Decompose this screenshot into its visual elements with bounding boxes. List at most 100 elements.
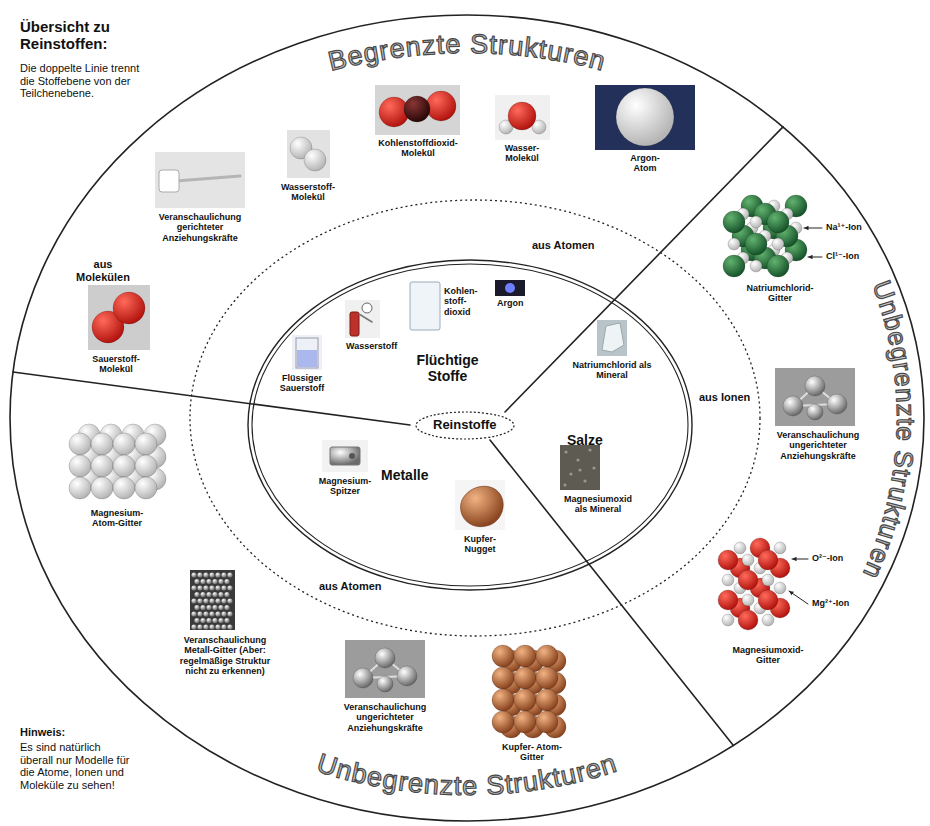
photo-background [88, 285, 150, 350]
model-sphere [514, 645, 536, 667]
metal-bead [215, 624, 220, 629]
sector-divider [490, 440, 733, 745]
mineral-speck [576, 458, 579, 461]
model-sphere [723, 255, 745, 277]
photo-background [455, 480, 505, 530]
metal-bead [218, 579, 223, 584]
model-sphere [742, 594, 754, 606]
mineral-speck [569, 472, 572, 475]
metal-bead [209, 611, 214, 616]
ion-label: Mg²⁺-Ion [812, 598, 849, 608]
model-sphere [750, 216, 762, 228]
sharpener [330, 447, 360, 465]
photo-background [155, 152, 245, 208]
model-sphere [404, 96, 430, 122]
model-sphere [492, 711, 514, 733]
arrow-head [808, 255, 813, 259]
model-sphere [722, 614, 734, 626]
metal-bead [227, 598, 232, 603]
metal-bead [191, 624, 196, 629]
metal-bead [203, 624, 208, 629]
model-sphere [69, 477, 91, 499]
metal-bead [227, 611, 232, 616]
curved-heading: Unbegrenzte Strukturen [857, 277, 921, 585]
model-sphere [767, 211, 789, 233]
metal-bead [194, 579, 199, 584]
model-sphere [742, 554, 754, 566]
gas-bottle [350, 312, 359, 336]
particle-label: aus Atomen [319, 580, 382, 593]
model-sphere [774, 582, 786, 594]
caption: Magnesiumoxid als Mineral [558, 494, 638, 515]
model-sphere [514, 667, 536, 689]
sector-divider [13, 372, 410, 425]
model-sphere [91, 455, 113, 477]
model-sphere [774, 542, 786, 554]
metal-bead [209, 572, 214, 577]
model-sphere [536, 711, 558, 733]
model-sphere [738, 610, 758, 630]
metal-bead [212, 605, 217, 610]
metal-bead [194, 618, 199, 623]
metal-bead [218, 605, 223, 610]
photo-background [560, 445, 600, 490]
particle-label: aus Ionen [699, 391, 750, 404]
model-sphere [772, 238, 784, 250]
photo-background [375, 85, 460, 135]
ion-label: O²⁻-Ion [812, 553, 843, 563]
caption: Magnesium- Atom-Gitter [81, 508, 153, 529]
caption: Sauerstoff- Molekül [82, 354, 150, 375]
page-title: Übersicht zu Reinstoffen: [20, 18, 132, 53]
liquid-oxygen [297, 350, 317, 367]
model-sphere [722, 574, 734, 586]
ion-label: Cl¹⁻-Ion [826, 251, 859, 261]
substance-level-line [248, 260, 692, 590]
mineral-speck [578, 468, 581, 471]
model-rod [176, 176, 240, 181]
photo-background [287, 130, 330, 178]
model-block [159, 170, 179, 192]
model-sphere [734, 542, 746, 554]
note-text: Die doppelte Linie trennt die Stoffebene… [20, 62, 142, 100]
model-sphere [745, 233, 767, 255]
outer-ellipse [10, 15, 924, 821]
metal-bead [206, 618, 211, 623]
model-sphere [536, 689, 558, 711]
model-sphere [718, 550, 738, 570]
sector-divider [505, 127, 783, 412]
arrow-head [792, 557, 797, 561]
model-sphere [827, 394, 847, 414]
metal-bead [212, 579, 217, 584]
photo-background [595, 85, 695, 150]
gas-tube [359, 314, 372, 322]
model-sphere [91, 433, 113, 455]
metal-bead [203, 598, 208, 603]
caption: Natriumchlorid als Mineral [571, 360, 653, 381]
mineral-speck [564, 450, 567, 453]
model-sphere [758, 590, 778, 610]
photo-background [292, 335, 322, 370]
model-sphere [750, 260, 762, 272]
caption: Wasserstoff [346, 341, 397, 351]
metal-bead [200, 605, 205, 610]
dotted-ellipse [416, 412, 514, 439]
metal-bead [203, 585, 208, 590]
metal-bead [224, 605, 229, 610]
model-sphere [135, 477, 157, 499]
metal-bead [215, 572, 220, 577]
caption: Wasserstoff- Molekül [273, 182, 343, 203]
model-sphere [304, 149, 326, 171]
leader-arrow [789, 591, 808, 604]
argon-glow [505, 283, 515, 293]
metal-bead [197, 611, 202, 616]
metal-bead [203, 611, 208, 616]
metal-bead [215, 598, 220, 603]
metal-bead [215, 611, 220, 616]
metal-bead [224, 592, 229, 597]
metal-bead [224, 579, 229, 584]
mineral-speck [563, 483, 566, 486]
metal-bead [227, 572, 232, 577]
model-sphere [377, 676, 393, 692]
photo-background [322, 440, 368, 472]
